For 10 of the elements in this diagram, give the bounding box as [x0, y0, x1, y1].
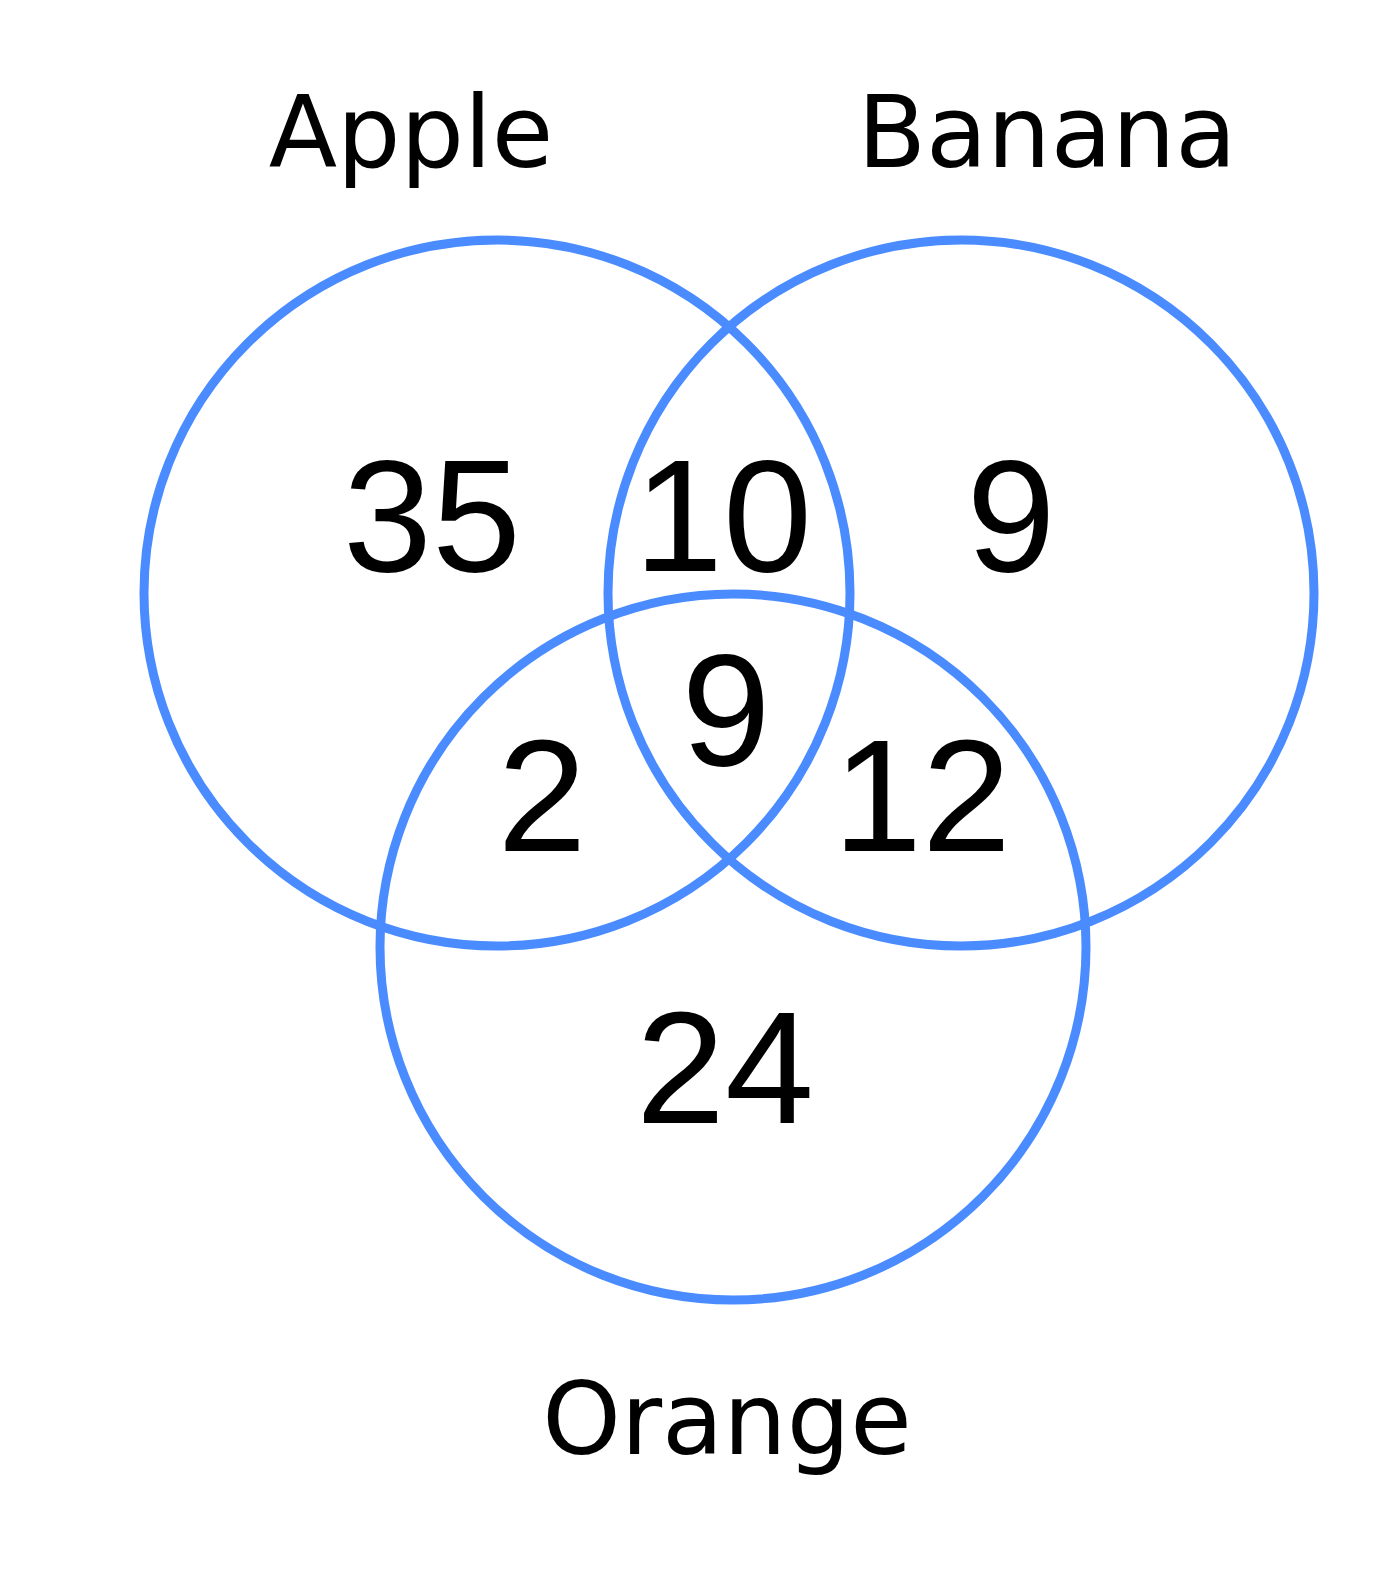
region-count: 9 [966, 425, 1056, 607]
region-count: 24 [636, 977, 814, 1159]
region-count: 2 [497, 705, 587, 887]
set-label: Banana [856, 73, 1238, 193]
set-label: Apple [267, 73, 555, 193]
region-count: 35 [343, 425, 521, 607]
region-count: 12 [833, 705, 1011, 887]
region-count: 10 [634, 425, 812, 607]
region-count: 9 [681, 619, 771, 801]
set-label: Orange [541, 1360, 913, 1480]
